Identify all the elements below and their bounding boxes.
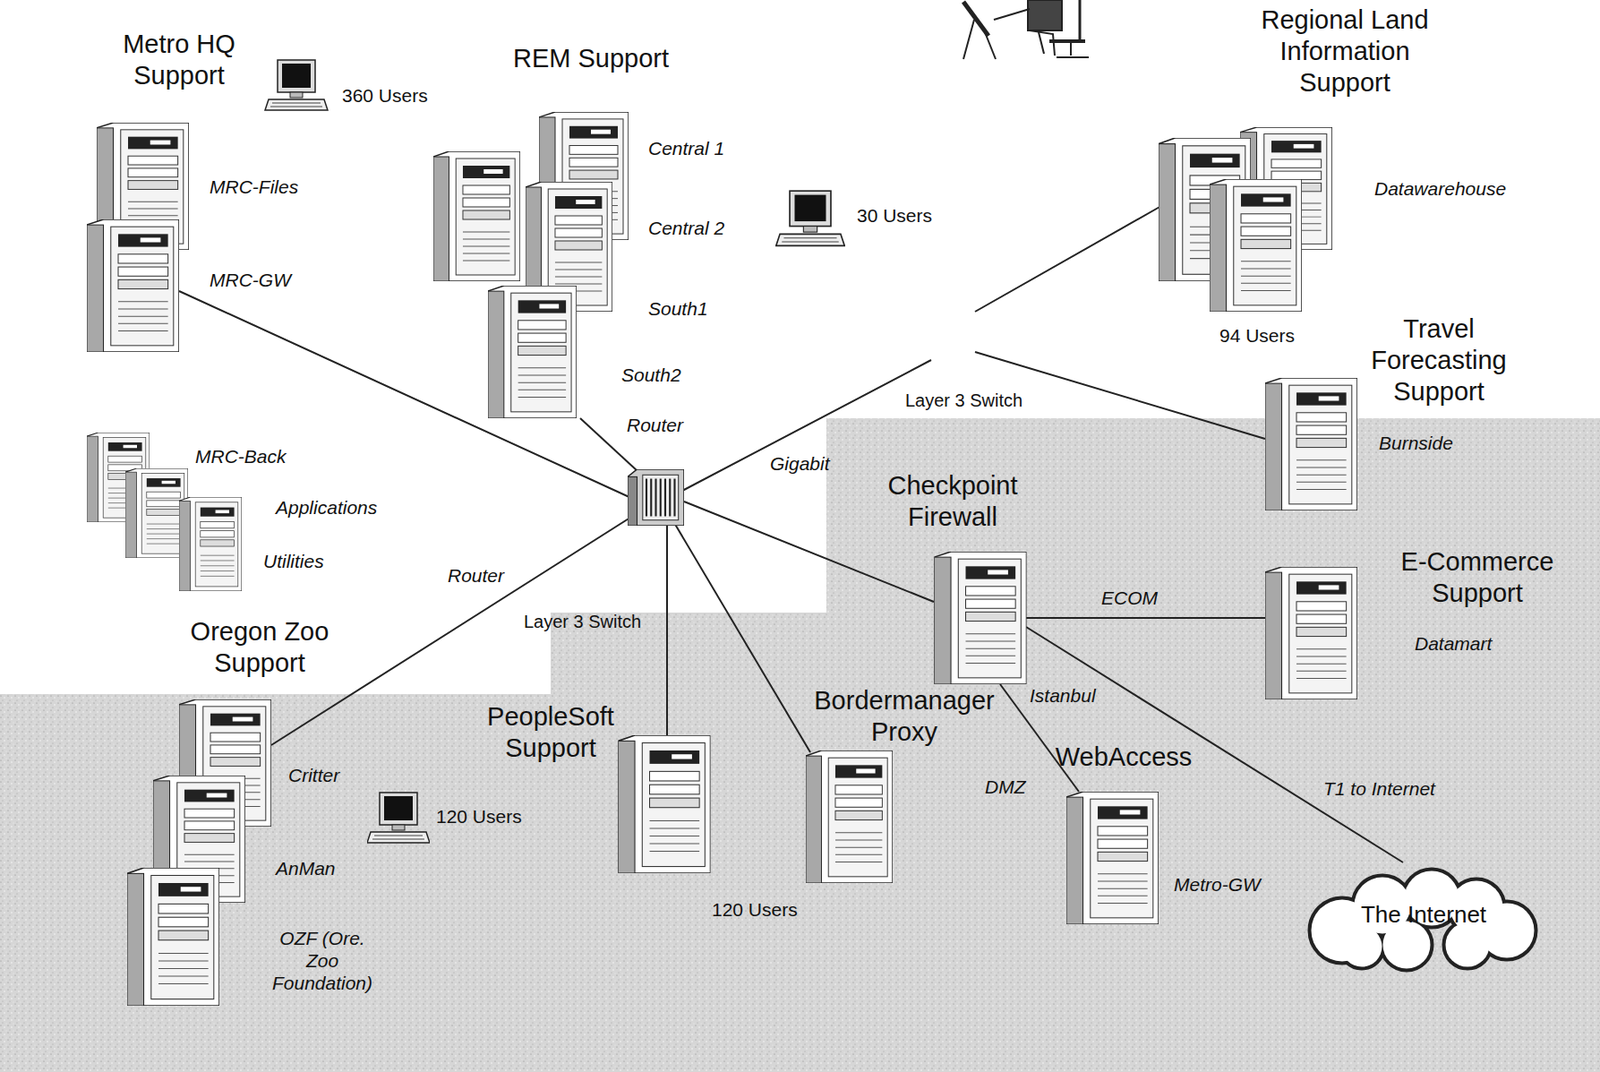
server-name: South1 — [648, 297, 709, 320]
server-name: Central 2 — [648, 216, 725, 240]
server-name: Istanbul — [1029, 684, 1096, 707]
user-count: 94 Users — [1219, 324, 1295, 347]
network-link — [673, 521, 811, 753]
server-group: PeopleSoft Support — [472, 701, 715, 877]
server-group: E-Commerce SupportDatamart — [1265, 546, 1566, 703]
network-link — [666, 525, 668, 736]
group-heading: REM Support — [483, 42, 699, 75]
server-icon — [127, 867, 220, 1006]
server-icon — [487, 285, 577, 419]
node-icons — [796, 684, 1016, 887]
link-label: Router — [447, 564, 505, 587]
internet-cloud: The Internet — [1306, 867, 1545, 974]
group-heading: Oregon Zoo Support — [172, 616, 348, 679]
link-label: ECOM — [1101, 586, 1158, 609]
switch-icon — [627, 469, 685, 526]
server-group: Metro HQ SupportMRC-FilesMRC-GW — [86, 28, 302, 356]
user-count: 120 Users — [436, 804, 522, 828]
server-icon — [179, 496, 242, 591]
server-name: Datawarehouse — [1374, 177, 1506, 200]
server-name: Layer 3 Switch — [523, 610, 642, 633]
server-name: AnMan — [275, 856, 336, 880]
server-icon — [1209, 179, 1302, 312]
group-heading: PeopleSoft Support — [472, 701, 630, 764]
server-name: Metro-GW — [1173, 872, 1261, 896]
server-icon — [617, 735, 711, 873]
server-name: MRC-GW — [209, 268, 291, 291]
server-icon — [1066, 791, 1159, 925]
server-icon — [86, 219, 180, 352]
user-count: 120 Users — [711, 898, 798, 921]
server-icon — [1265, 566, 1358, 700]
group-heading: Metro HQ Support — [98, 28, 260, 92]
server-group: Oregon Zoo SupportCritterAnManOZF (Ore. … — [127, 616, 383, 1010]
user-count: 360 Users — [342, 84, 428, 107]
server-group: MRC-BackApplicationsUtilities — [86, 432, 381, 595]
firewall-server: Checkpoint FirewallIstanbul — [874, 470, 1100, 711]
server-name: Applications — [275, 496, 377, 519]
node-icons — [523, 469, 688, 636]
switch-junction: Layer 3 Switch — [905, 389, 1027, 415]
link-label: Router — [626, 413, 684, 437]
server-name: Datamart — [1414, 632, 1492, 655]
node-icons — [1265, 313, 1531, 514]
server-name: Critter — [288, 763, 340, 787]
server-icon — [1265, 377, 1358, 511]
shaded-region — [0, 418, 1600, 1072]
server-name: Utilities — [263, 549, 325, 573]
server-icon — [805, 750, 893, 883]
server-group: Travel Forecasting SupportBurnside — [1265, 313, 1531, 514]
group-heading: E-Commerce Support — [1392, 546, 1563, 609]
server-group: REM SupportCentral 1 Central 2 South1South… — [433, 42, 728, 422]
link-label: T1 to Internet — [1323, 777, 1436, 800]
server-name: MRC-Back — [195, 444, 287, 468]
group-heading: Travel Forecasting Support — [1351, 313, 1527, 407]
server-icon — [433, 151, 521, 282]
server-group: WebAccessMetro-GW — [1043, 741, 1265, 928]
network-link — [684, 501, 934, 602]
link-label: DMZ — [984, 775, 1027, 798]
network-link — [975, 205, 1162, 312]
group-heading: Checkpoint Firewall — [874, 470, 1032, 533]
server-icon — [933, 551, 1027, 685]
group-heading: WebAccess — [1043, 741, 1205, 773]
server-name: OZF (Ore. Zoo Foundation) — [266, 926, 379, 995]
link-label: Gigabit — [770, 452, 830, 475]
proxy-server: Bordermanager Proxy — [796, 684, 1016, 887]
group-heading: Bordermanager Proxy — [796, 684, 1012, 748]
network-link — [1026, 616, 1266, 619]
server-name: Layer 3 Switch — [905, 389, 1023, 411]
cloud-label: The Internet — [1306, 900, 1541, 929]
group-heading: Regional Land Information Support — [1249, 4, 1442, 98]
layer3-switch: Layer 3 Switch — [523, 469, 688, 636]
server-group: Regional Land Information SupportDatawar… — [1158, 4, 1510, 316]
drafter-illustration — [963, 0, 1089, 60]
user-count: 30 Users — [856, 204, 933, 227]
server-name: MRC-Files — [209, 175, 299, 198]
server-name: Central 1 — [648, 136, 725, 160]
server-name: Burnside — [1378, 431, 1454, 454]
server-icon — [125, 468, 189, 558]
server-name: South2 — [621, 363, 682, 386]
